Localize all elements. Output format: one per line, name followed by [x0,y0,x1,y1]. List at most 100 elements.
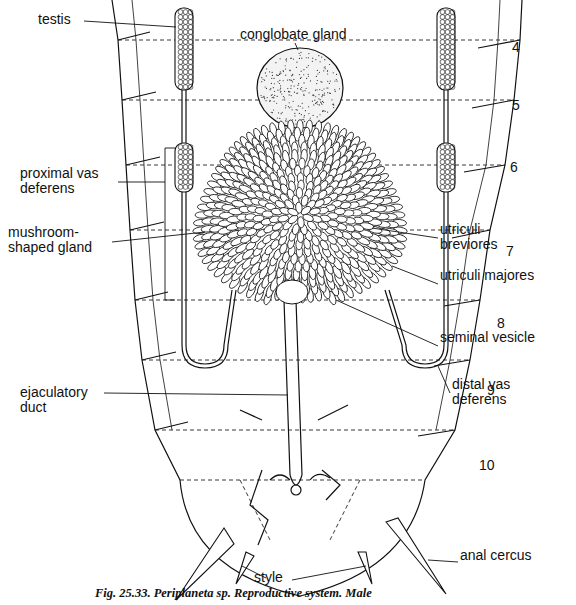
stipple-dot [318,98,319,99]
stipple-dot [289,107,290,108]
testis-follicle [445,85,450,90]
stipple-dot [271,112,272,113]
testis-follicle [183,65,188,70]
testis-follicle [178,20,183,25]
stipple-dot [317,116,318,117]
stipple-dot [308,113,309,114]
gland-tubule [277,214,289,223]
stipple-dot [325,66,326,67]
stipple-dot [313,94,314,95]
testis-follicle [445,50,450,55]
testis-follicle [178,55,183,60]
testis-follicle [445,80,450,85]
testis-follicle [440,155,445,160]
testis-follicle [178,30,183,35]
stipple-dot [316,83,317,84]
stipple-dot [303,95,304,96]
stipple-dot [274,83,275,84]
testis-follicle [445,55,450,60]
testis-follicle [445,25,450,30]
stipple-dot [297,88,298,89]
stipple-dot [283,70,284,71]
stipple-dot [315,90,316,91]
stipple-dot [321,96,322,97]
testis-follicle [450,40,455,45]
part-label: mushroom-shaped gland [8,225,118,255]
stipple-dot [283,96,284,97]
testis-follicle [183,85,188,90]
testis-follicle [183,55,188,60]
testis-follicle [178,145,183,150]
stipple-dot [301,77,302,78]
testis-follicle [183,165,188,170]
stipple-dot [317,101,318,102]
gland-stipple [260,52,340,125]
stipple-dot [271,83,272,84]
stipple-dot [274,95,275,96]
stipple-dot [298,105,299,106]
stipple-dot [331,99,332,100]
stipple-dot [317,104,318,105]
testis-follicle [183,170,188,175]
stipple-dot [319,114,320,115]
part-label: anal cercus [460,548,560,563]
stipple-dot [320,99,321,100]
testis-follicle [183,30,188,35]
stipple-dot [315,96,316,97]
testis-follicle [188,170,193,175]
stipple-dot [300,55,301,56]
stipple-dot [301,58,302,59]
stipple-dot [269,71,270,72]
stipple-dot [312,58,313,59]
stipple-dot [316,102,317,103]
part-label: utriculi breviores [440,222,540,252]
stipple-dot [261,77,262,78]
stipple-dot [310,80,311,81]
stipple-dot [290,106,291,107]
testis-follicle [188,35,193,40]
stipple-dot [282,99,283,100]
stipple-dot [277,81,278,82]
testis-follicle [450,165,455,170]
stipple-dot [289,94,290,95]
testis-follicle [440,160,445,165]
stipple-dot [327,111,328,112]
testis-follicle [188,55,193,60]
stipple-dot [300,78,301,79]
leader-lines [84,21,458,580]
stipple-dot [304,115,305,116]
stipple-dot [273,97,274,98]
stipple-dot [273,109,274,110]
testis-follicle [450,50,455,55]
testis-follicle [450,10,455,15]
stipple-dot [302,91,303,92]
testis-follicle [445,30,450,35]
stipple-dot [287,88,288,89]
testis-follicle [178,15,183,20]
gland-tubule [297,216,305,228]
testis-follicle [450,65,455,70]
testis-follicle [188,80,193,85]
stipple-dot [318,120,319,121]
stipple-dot [319,89,320,90]
stipple-dot [292,74,293,75]
stipple-dot [322,110,323,111]
stipple-dot [325,111,326,112]
testis-follicle [188,50,193,55]
stipple-dot [322,111,323,112]
stipple-dot [293,79,294,80]
testis-follicle [445,155,450,160]
stipple-dot [263,97,264,98]
stipple-dot [327,87,328,88]
stipple-dot [333,104,334,105]
stipple-dot [283,71,284,72]
part-label: proximal vas deferens [20,166,120,196]
stipple-dot [319,72,320,73]
stipple-dot [300,106,301,107]
testis-follicle [440,55,445,60]
testis-follicle [183,145,188,150]
stipple-dot [334,89,335,90]
testis-follicle [445,20,450,25]
testis-follicle [183,20,188,25]
stipple-dot [313,104,314,105]
